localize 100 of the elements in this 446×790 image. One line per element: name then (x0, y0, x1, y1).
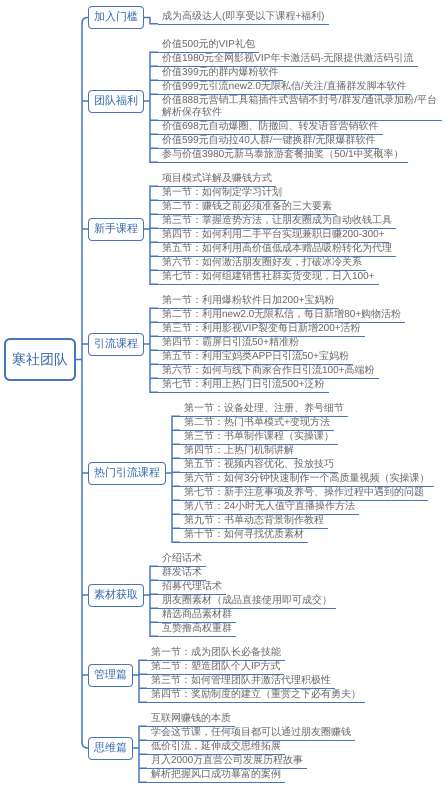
subtopic-item: 第五节：视频内容优化、投放技巧 (180, 459, 338, 473)
connector-line (172, 458, 180, 459)
connector-line (82, 674, 88, 676)
connector-line (150, 228, 158, 229)
connector-line (150, 200, 158, 201)
connector-line (150, 120, 158, 121)
connector-line (139, 702, 147, 703)
connector-line (172, 514, 180, 515)
subtopic-item: 第三节：利用影视VIP裂变每日新增200+活粉 (158, 323, 365, 337)
connector-line (150, 378, 158, 379)
subtopic-item: 第五节：如何利用高价值低成本赠品吸粉转化为代理 (158, 243, 396, 257)
connector-line (150, 284, 158, 285)
connector-line (139, 740, 147, 741)
subtopic-item: 月入2000万直营公司发展历程故事 (147, 755, 308, 769)
subtopic-item: 互联网赚钱的本质 (147, 713, 235, 727)
connector-line (75, 22, 83, 743)
subtopic-item: 价值999元引流new2.0无限私信/关注/直播群发脚本软件 (158, 81, 410, 95)
connector-line (150, 392, 158, 393)
connector-line (150, 594, 158, 595)
connector-line (143, 16, 151, 24)
connector-line (81, 742, 89, 749)
connector-line (82, 343, 88, 345)
subtopic-item: 第七节：如何组建销售社群卖货变现，日入100+ (158, 271, 379, 285)
connector-line (150, 608, 158, 609)
subtopic-item: 第七节：新手注意事项及养号、操作过程中遇到的问题 (180, 487, 428, 501)
connector-line (81, 16, 89, 24)
connector-line (139, 768, 147, 769)
connector-line (132, 726, 140, 783)
connector-line (150, 94, 158, 95)
connector-line (150, 270, 158, 271)
connector-line (150, 622, 158, 623)
connector-line (132, 660, 140, 703)
connector-line (143, 52, 151, 163)
topic-box: 思维篇 (88, 736, 133, 760)
subtopic-item: 第七节：利用上热门日引流500+泛粉 (158, 379, 329, 393)
subtopic-item: 第一节：设备处理、注册、养号细节 (180, 403, 348, 417)
connector-line (150, 322, 158, 323)
subtopic-item: 价值1980元全网影视VIP年卡激活码-无限提供激活码引流 (158, 53, 418, 67)
subtopic-item: 第四节：上热门机制讲解 (180, 445, 298, 459)
subtopic-item: 介绍话术 (158, 553, 206, 567)
connector-line (150, 308, 158, 309)
subtopic-item: 学会这节课，任何项目都可以通过朋友圈赚钱 (147, 727, 355, 741)
connector-line (139, 782, 147, 783)
subtopic-item: 群发话术 (158, 567, 206, 581)
topic-box: 团队福利 (88, 90, 144, 112)
connector-line (172, 430, 180, 431)
connector-line (150, 242, 158, 243)
connector-line (139, 688, 147, 689)
subtopic-item: 第四节：如何利用二手平台实现兼职日赚200-300+ (158, 229, 389, 243)
topic-box: 管理篇 (88, 664, 133, 686)
connector-line (172, 416, 180, 417)
connector-line (172, 472, 180, 473)
subtopic-item: 第二节：赚钱之前必须准备的三大要素 (158, 201, 336, 215)
subtopic-item: 价值399元的群内爆粉软件 (158, 67, 283, 81)
subtopic-item: 招募代理话术 (158, 581, 226, 595)
connector-line (150, 256, 158, 257)
topic-box: 新手课程 (88, 218, 144, 240)
connector-line (150, 336, 158, 337)
subtopic-item: 第四节：奖励制度的建立（重赏之下必有勇夫） (147, 689, 365, 703)
subtopic-item: 价值599元自动拉40人群/一键换群/无限爆群软件 (158, 135, 380, 149)
connector-line (150, 52, 158, 53)
connector-line (139, 726, 147, 727)
connector-line (139, 674, 147, 675)
subtopic-item: 第一节：如何制定学习计划 (158, 187, 286, 201)
subtopic-item: 精选商品素材群 (158, 609, 236, 623)
central-topic-box: 寒社团队 (4, 338, 76, 381)
connector-line (172, 444, 180, 445)
subtopic-item: 第五节：利用宝妈类APP日引流50+宝妈粉 (158, 351, 353, 365)
connector-line (143, 566, 151, 637)
subtopic-item: 价值698元自动爆圈、防撤回、转发语音营销软件 (158, 121, 383, 135)
connector-line (150, 350, 158, 351)
connector-line (143, 186, 151, 285)
connector-line (82, 594, 88, 596)
connector-line (82, 228, 88, 230)
subtopic-item: 第三节：如何管理团队并激活代理积极性 (147, 675, 335, 689)
connector-line (172, 542, 180, 543)
connector-line (150, 580, 158, 581)
subtopic-item: 参与价值3980元新马泰旅游套餐抽奖（50/1中奖概率） (158, 149, 408, 163)
subtopic-item: 第一节：利用爆粉软件日加200+宝妈粉 (158, 295, 339, 309)
subtopic-item: 第六节：如何激活朋友圈好友，打破冰冷关系 (158, 257, 366, 271)
connector-line (139, 754, 147, 755)
connector-line (82, 472, 88, 474)
topic-box: 加入门槛 (88, 6, 144, 29)
connector-line (139, 660, 147, 661)
topic-box: 热门引流课程 (88, 462, 166, 484)
connector-line (172, 486, 180, 487)
connector-line (165, 416, 173, 543)
subtopic-item: 价值888元营销工具箱插件式营销不封号/群发/通讯录加粉/平台解析保存软件 (158, 95, 442, 121)
subtopic-item: 第二节：塑造团队个人IP方式 (147, 661, 284, 675)
subtopic-item: 第二节：热门书单模式+变现方法 (180, 417, 334, 431)
subtopic-item: 第四节：霸屏日引流50+精准粉 (158, 337, 303, 351)
connector-line (150, 186, 158, 187)
subtopic-item: 第一节：成为团队长必备技能 (147, 647, 285, 661)
subtopic-item: 低价引流，延伸成交思维拓展 (147, 741, 285, 755)
subtopic-item: 第十节：如何寻找优质素材 (180, 529, 308, 543)
connector-line (150, 134, 158, 135)
subtopic-item: 价值500元的VIP礼包 (158, 39, 259, 53)
subtopic-item: 互赞撸高权重群 (158, 623, 236, 637)
connector-line (150, 66, 158, 67)
connector-line (172, 500, 180, 501)
